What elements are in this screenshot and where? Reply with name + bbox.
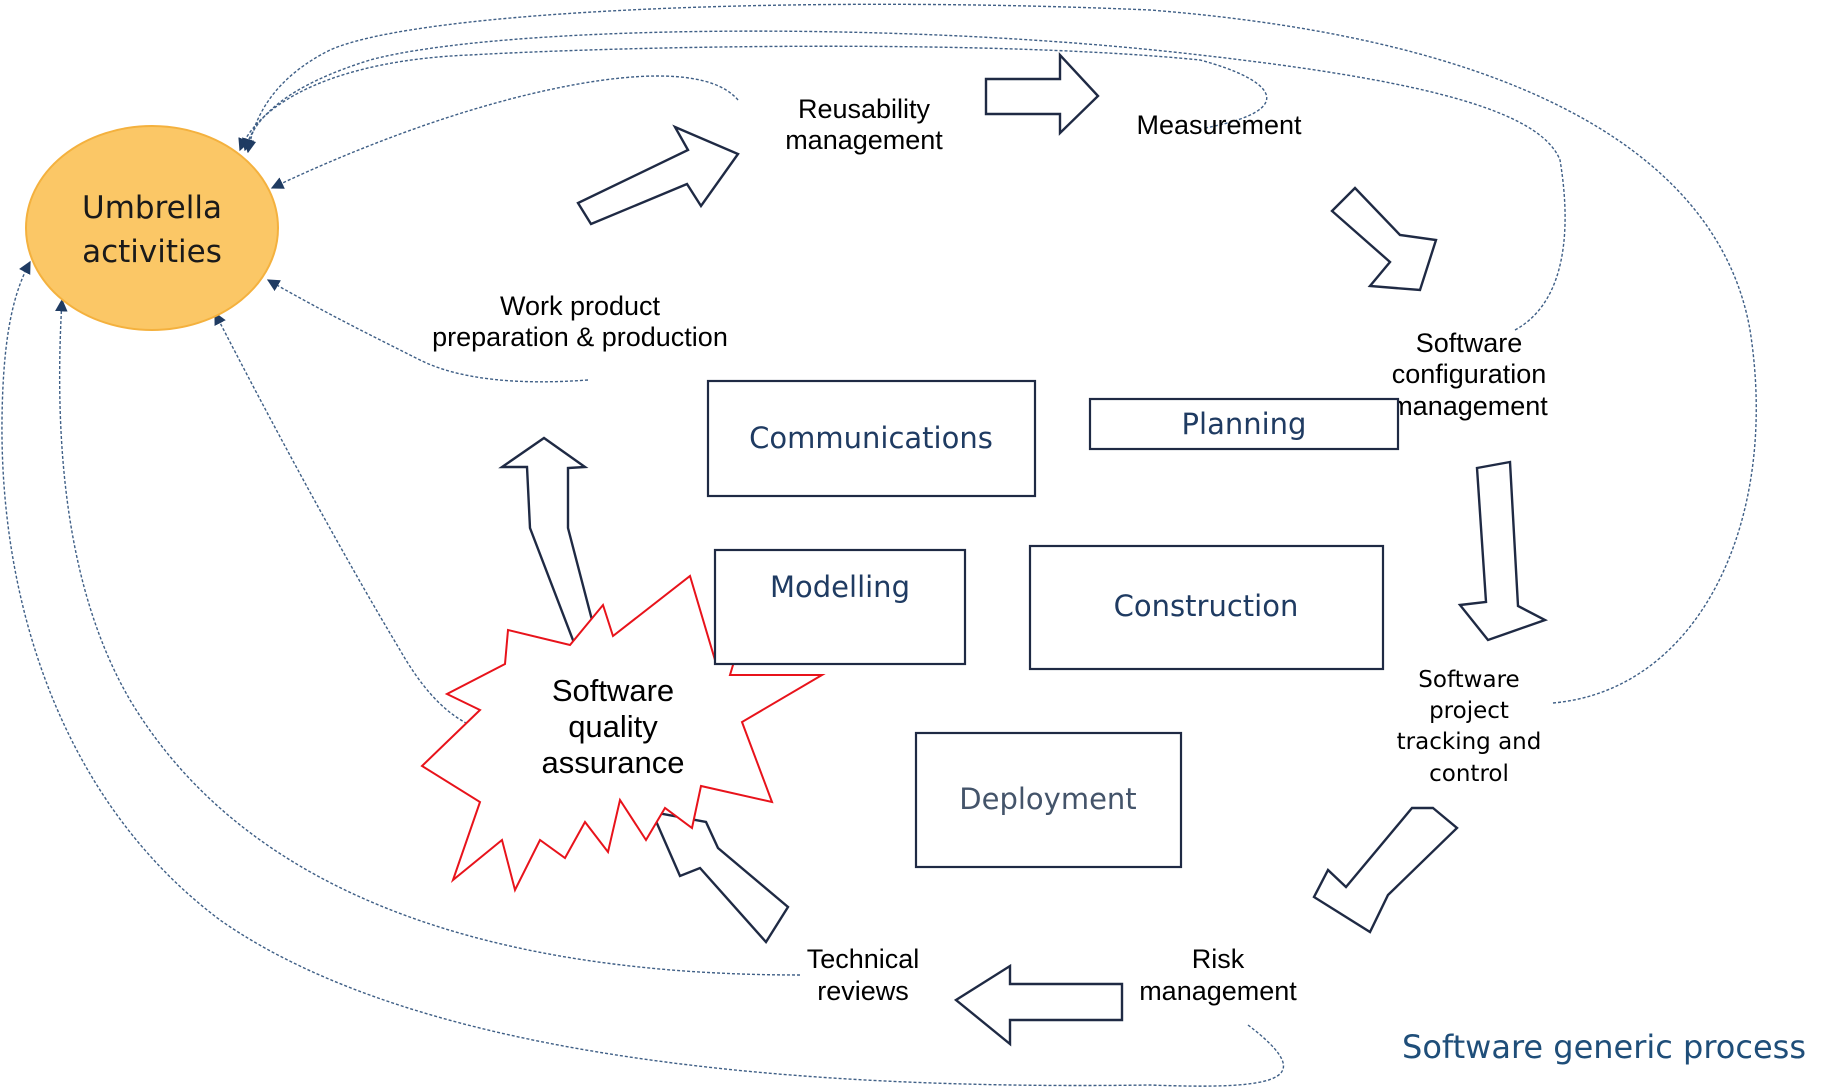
flow-arrows — [498, 51, 1549, 1047]
reusability-label-line1: Reusability — [798, 94, 931, 124]
communications-label: Communications — [749, 421, 993, 455]
arrow-measurement-to-config — [1330, 186, 1438, 292]
measurement-label: Measurement — [1136, 110, 1302, 140]
config-label-line2: configuration — [1392, 359, 1547, 389]
work-product-label-line1: Work product — [500, 291, 661, 321]
reusability-label-line2: management — [785, 125, 943, 155]
curve-from-sqa — [214, 311, 536, 737]
curve-from-measurement — [238, 45, 1268, 152]
planning-box — [1088, 397, 1400, 451]
phase-boxes: Communications Planning Modelling Constr… — [706, 379, 1400, 869]
arrow-work-to-reusability — [576, 124, 740, 226]
umbrella-activities-node: Umbrella activities — [25, 125, 279, 331]
activity-labels: Reusability management Measurement Softw… — [432, 94, 1548, 1006]
construction-label: Construction — [1114, 589, 1299, 623]
tracking-label-line3: tracking and — [1397, 729, 1542, 755]
work-product-label-line2: preparation & production — [432, 322, 728, 352]
sqa-label-line2: quality — [568, 709, 658, 744]
curve-from-risk — [1, 260, 1285, 1087]
arrow-config-to-tracking — [1457, 460, 1549, 642]
sqa-label-line1: Software — [552, 673, 674, 708]
tracking-label-line4: control — [1429, 761, 1509, 787]
umbrella-ellipse — [25, 125, 279, 331]
sqa-label-line3: assurance — [541, 745, 684, 780]
arrow-risk-to-reviews — [953, 963, 1124, 1047]
deployment-box — [914, 731, 1183, 869]
curve-from-reusability — [270, 75, 739, 189]
curve-from-reviews — [55, 298, 801, 976]
footer-caption: Software generic process — [1402, 1028, 1806, 1066]
umbrella-label-line1: Umbrella — [82, 190, 222, 226]
construction-box — [1028, 544, 1385, 671]
config-label-line3: management — [1390, 391, 1548, 421]
tracking-label-line1: Software — [1418, 667, 1519, 693]
risk-label-line2: management — [1139, 976, 1297, 1006]
feedback-curves — [1, 3, 1757, 1087]
tracking-label-line2: project — [1429, 698, 1509, 724]
arrow-reusability-to-measurement — [984, 51, 1100, 136]
curve-from-config — [242, 30, 1566, 331]
modelling-label: Modelling — [770, 570, 910, 604]
communications-box — [706, 379, 1037, 498]
config-label-line1: Software — [1416, 328, 1523, 358]
arrow-reviews-to-sqa — [649, 810, 790, 944]
modelling-box — [713, 548, 967, 666]
reviews-label-line1: Technical — [807, 944, 920, 974]
planning-label: Planning — [1182, 407, 1307, 441]
deployment-label: Deployment — [959, 782, 1136, 816]
arrow-sqa-to-work-product — [498, 436, 600, 650]
risk-label-line1: Risk — [1192, 944, 1245, 974]
umbrella-label-line2: activities — [82, 234, 222, 270]
reviews-label-line2: reviews — [817, 976, 909, 1006]
arrow-tracking-to-risk — [1312, 806, 1459, 934]
curve-from-tracking — [243, 3, 1757, 704]
curve-from-work-product — [266, 279, 589, 383]
